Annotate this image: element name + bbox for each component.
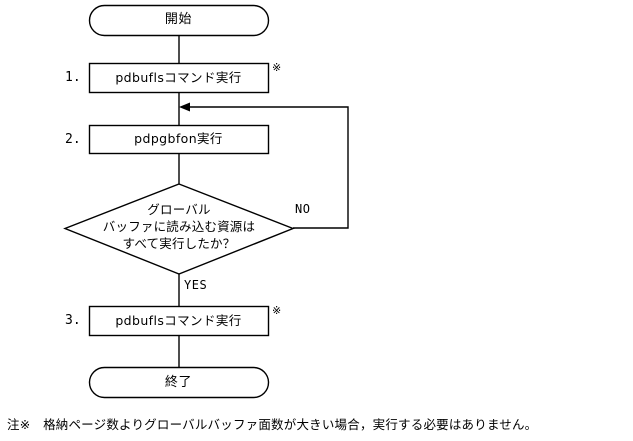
step3-process-shape bbox=[88, 305, 270, 337]
decision-label-line-1: グローバル bbox=[147, 202, 211, 217]
end-terminator-shape bbox=[88, 366, 270, 399]
start-terminator-label: 開始 bbox=[164, 12, 193, 27]
step1-label: pdbuflsコマンド実行 bbox=[115, 69, 242, 85]
decision-label-line-3: すべて実行したか？ bbox=[122, 236, 236, 251]
step2-label: pdpgbfon実行 bbox=[134, 131, 223, 146]
decision-label-line-2: バッファに読み込む資源は bbox=[102, 219, 256, 234]
step1-number: 1. bbox=[65, 70, 81, 85]
branch-label-yes: YES bbox=[184, 278, 208, 292]
branch-label-no: NO bbox=[295, 202, 311, 216]
step2-process-shape bbox=[88, 124, 270, 155]
no-feedback-arrowhead bbox=[179, 102, 190, 112]
step3-label: pdbuflsコマンド実行 bbox=[115, 312, 242, 328]
step1-process-shape bbox=[88, 62, 270, 94]
connector-no-feedback bbox=[187, 106, 349, 229]
step2-number: 2. bbox=[65, 131, 81, 147]
step1-note-marker-icon: ※ bbox=[272, 61, 282, 74]
footnote-text: 注※ 格納ページ数よりグローバルバッファ面数が大きい場合，実行する必要はありませ… bbox=[7, 417, 538, 432]
step3-note-marker-icon: ※ bbox=[272, 304, 282, 317]
step3-number: 3. bbox=[65, 313, 81, 328]
end-terminator-label: 終了 bbox=[164, 374, 193, 390]
